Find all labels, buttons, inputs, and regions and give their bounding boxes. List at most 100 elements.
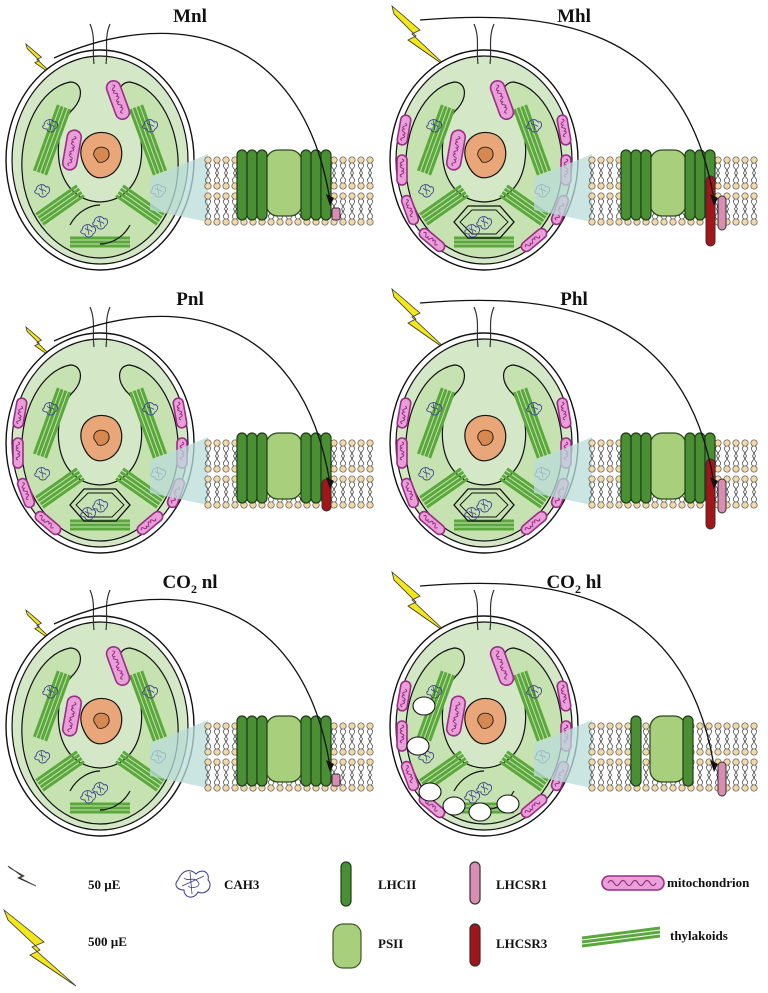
- thylakoid-stack: [419, 750, 469, 792]
- legend-lhcsr1: LHCSR1: [496, 877, 547, 892]
- panel-co2hl: CO2 hl: [389, 570, 758, 837]
- cah3-icon: [92, 782, 108, 796]
- lhcsr3: [705, 458, 716, 530]
- lhcsr3: [321, 478, 332, 512]
- flagellum: [473, 23, 479, 65]
- signal-arrow: [419, 299, 715, 484]
- mitochondrion: [105, 79, 131, 121]
- flagellum: [489, 589, 495, 631]
- lhcii: [236, 715, 248, 787]
- pyrenoid-starch-sheath: [453, 488, 515, 522]
- cah3-icon: [92, 499, 108, 513]
- cah3-icon: [464, 790, 480, 804]
- legend-low-light: 50 µE: [88, 877, 120, 892]
- starch-granule: [468, 802, 492, 822]
- cah3-icon: [80, 507, 96, 521]
- psii: [649, 149, 687, 217]
- mitochondrion: [105, 645, 131, 687]
- lhcii: [684, 149, 696, 221]
- lhcii: [246, 149, 258, 221]
- arrow-head: [326, 194, 334, 206]
- starch-granule: [442, 796, 466, 816]
- lhcii: [320, 715, 332, 787]
- lhcii: [682, 715, 694, 787]
- cah3-icon: [526, 119, 542, 133]
- lhcii: [640, 149, 652, 221]
- cah3-icon: [34, 467, 50, 481]
- nucleolus: [93, 429, 110, 446]
- mitochondrion: [12, 437, 24, 469]
- thylakoid-stack: [454, 519, 514, 531]
- mitochondrion: [418, 510, 446, 536]
- lhcii-icon: [340, 861, 352, 907]
- thylakoid-stack: [32, 670, 72, 742]
- cah3-icon: [476, 216, 492, 230]
- starch-granule: [418, 782, 442, 802]
- mitochondrion: [34, 510, 62, 536]
- lhcii: [256, 149, 268, 221]
- cah3-icon: [426, 402, 442, 416]
- starch-granule: [496, 794, 520, 814]
- psii: [265, 149, 303, 217]
- signal-arrow: [53, 32, 331, 201]
- nucleolus: [93, 146, 110, 163]
- cah3-icon: [92, 216, 108, 230]
- mitochondrion: [520, 510, 548, 536]
- lhcii: [630, 432, 642, 504]
- thylakoid-stack: [512, 104, 552, 176]
- lhcii: [694, 149, 706, 221]
- lhcii: [630, 715, 642, 787]
- high-light-bolt-icon: [391, 287, 449, 352]
- flagellum: [473, 306, 479, 348]
- pyrenoid-starch-sheath: [69, 488, 131, 522]
- mitochondrion: [400, 760, 420, 792]
- cah3-icon: [34, 750, 50, 764]
- lhcsr1: [331, 773, 341, 787]
- panel-mnl: Mnl: [5, 6, 374, 271]
- lhcsr3: [705, 175, 716, 247]
- zoom-cone: [150, 154, 208, 222]
- cah3-icon: [175, 870, 211, 898]
- thylakoid-stack: [70, 236, 130, 248]
- legend-thylakoids: thylakoids: [670, 928, 728, 943]
- cah3-icon: [464, 507, 480, 521]
- cah3-icon: [476, 499, 492, 513]
- thylakoid-stack: [70, 519, 130, 531]
- mitochondrion: [400, 194, 420, 226]
- thylakoid-stack: [454, 236, 514, 248]
- mitochondrion: [61, 129, 83, 171]
- flagellum: [105, 306, 111, 348]
- thylakoid-stack: [32, 104, 72, 176]
- mitochondrion: [172, 397, 188, 429]
- starch-granule: [412, 696, 436, 716]
- high-light-icon: [3, 908, 77, 987]
- thylakoid-stack: [35, 184, 85, 226]
- mitochondrion: [556, 114, 572, 146]
- cah3-icon: [426, 685, 442, 699]
- low-light-icon: [7, 865, 37, 887]
- flagellum: [105, 23, 111, 65]
- lhcii: [310, 149, 322, 221]
- starch-granule: [406, 736, 430, 756]
- arrow-head: [326, 477, 334, 489]
- thylakoid-stack: [128, 387, 168, 459]
- thylakoids-icon: [581, 926, 661, 948]
- flagellum: [489, 23, 495, 65]
- lhcsr1-icon: [469, 861, 481, 905]
- panel-title: CO2 hl: [546, 572, 601, 596]
- chloroplast: [21, 81, 179, 259]
- thylakoid-stack: [128, 104, 168, 176]
- mitochondrion: [400, 477, 420, 509]
- lhcii: [684, 432, 696, 504]
- thylakoid-stack: [512, 670, 552, 742]
- lhcii: [300, 715, 312, 787]
- nucleolus: [477, 429, 494, 446]
- psii-icon: [332, 923, 362, 969]
- mitochondrion: [489, 645, 515, 687]
- cah3-icon: [418, 184, 434, 198]
- thylakoid-stack: [35, 750, 85, 792]
- lhcii: [320, 149, 332, 221]
- mitochondrion: [445, 695, 467, 737]
- chloroplast: [21, 647, 179, 825]
- thylakoid-stack: [32, 387, 72, 459]
